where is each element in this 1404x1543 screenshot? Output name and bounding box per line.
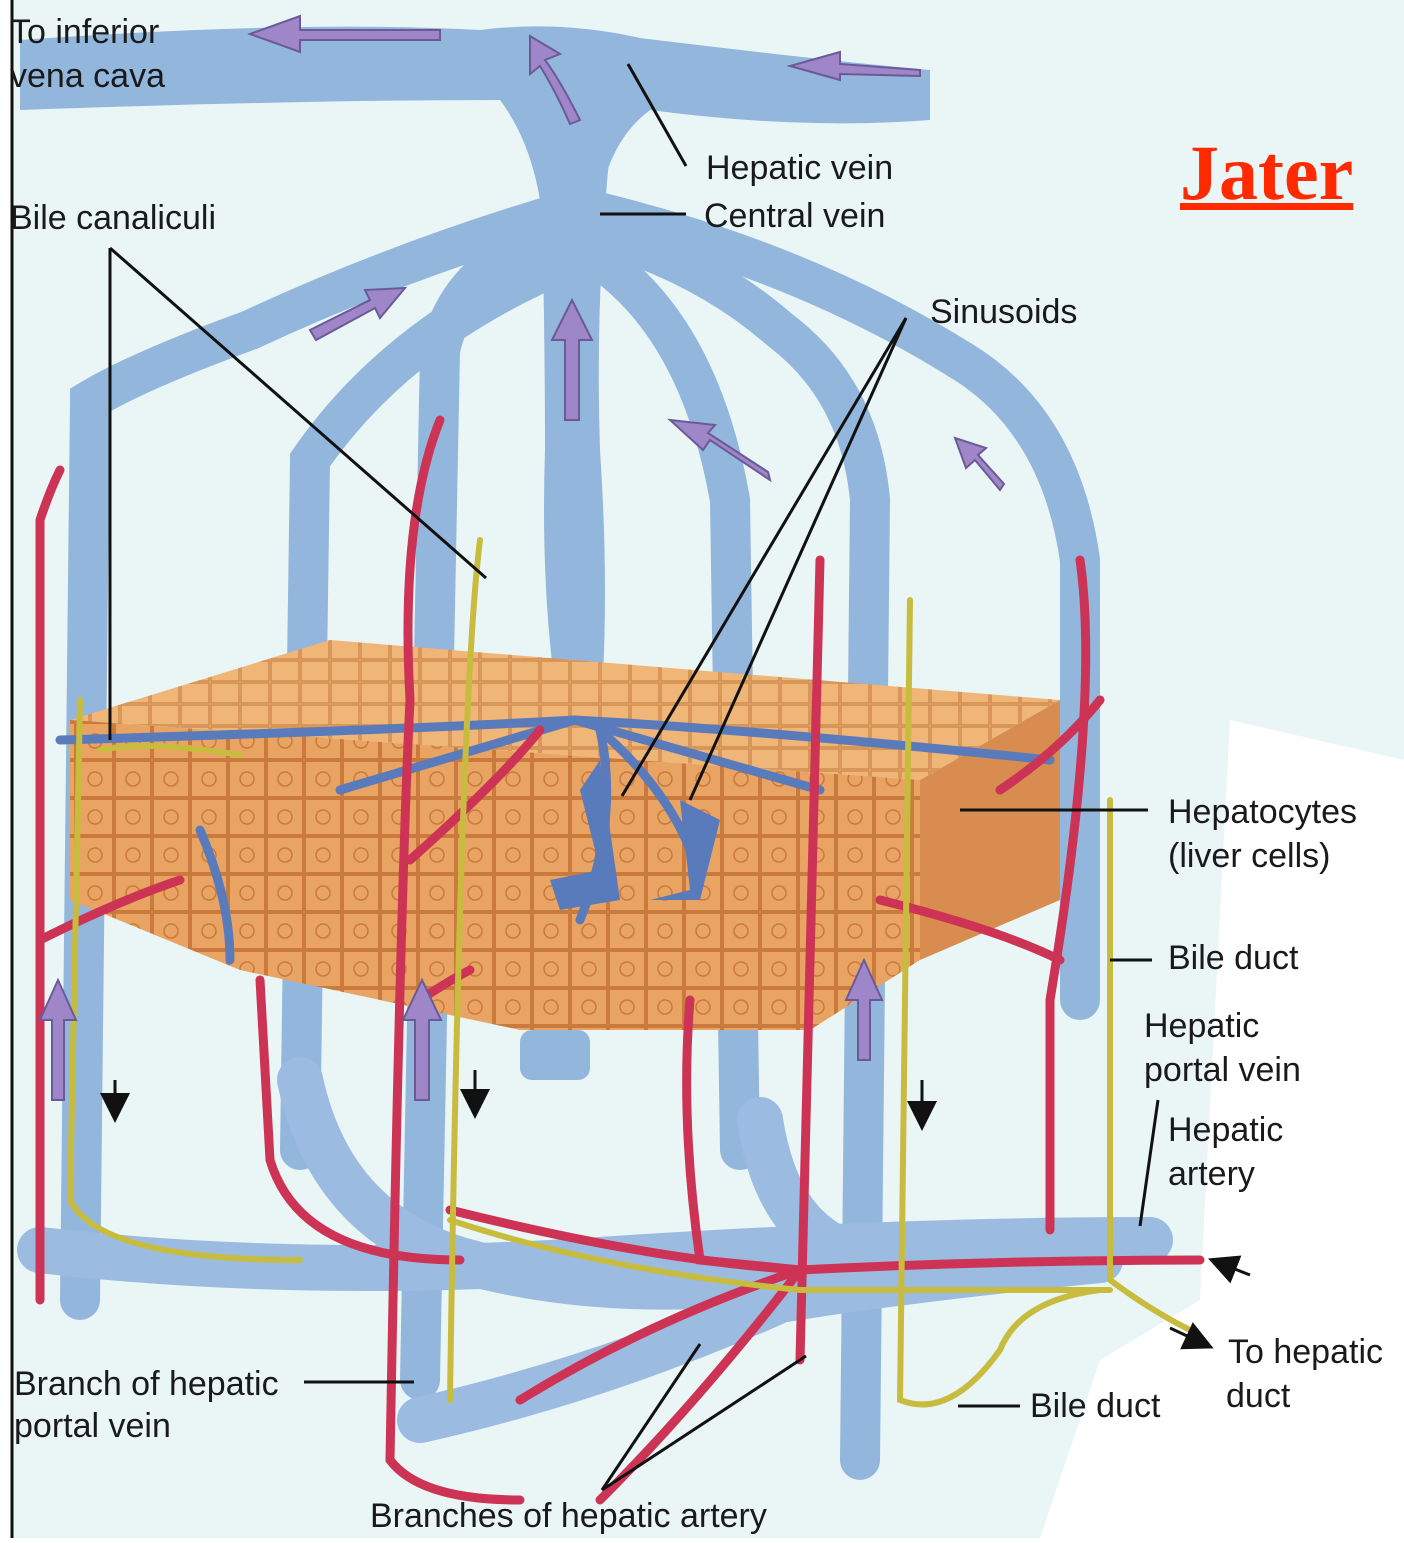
label-hepatic-artery-2: artery [1168,1152,1255,1196]
label-hepatic-vein: Hepatic vein [706,146,893,190]
label-bile-duct-bottom: Bile duct [1030,1384,1160,1428]
label-hepatic-portal-vein-2: portal vein [1144,1048,1301,1092]
label-hepatocytes: Hepatocytes [1168,790,1357,834]
label-bile-duct-right: Bile duct [1168,936,1298,980]
label-branch-of-hepatic-portal-vein-2: portal vein [14,1404,171,1448]
label-to-hepatic-duct-1: To hepatic [1228,1330,1383,1374]
label-hepatic-artery-1: Hepatic [1168,1108,1283,1152]
slide-title: Jater [1180,128,1353,218]
label-central-vein: Central vein [704,194,885,238]
label-branches-of-hepatic-artery: Branches of hepatic artery [370,1494,767,1538]
label-to-inferior-vena-cava-2: vena cava [10,54,165,98]
label-bile-canaliculi: Bile canaliculi [10,196,216,240]
label-branch-of-hepatic-portal-vein-1: Branch of hepatic [14,1362,279,1406]
label-to-hepatic-duct-2: duct [1226,1374,1290,1418]
label-to-inferior-vena-cava-1: To inferior [10,10,159,54]
label-sinusoids: Sinusoids [930,290,1077,334]
label-liver-cells: (liver cells) [1168,834,1330,878]
label-hepatic-portal-vein-1: Hepatic [1144,1004,1259,1048]
